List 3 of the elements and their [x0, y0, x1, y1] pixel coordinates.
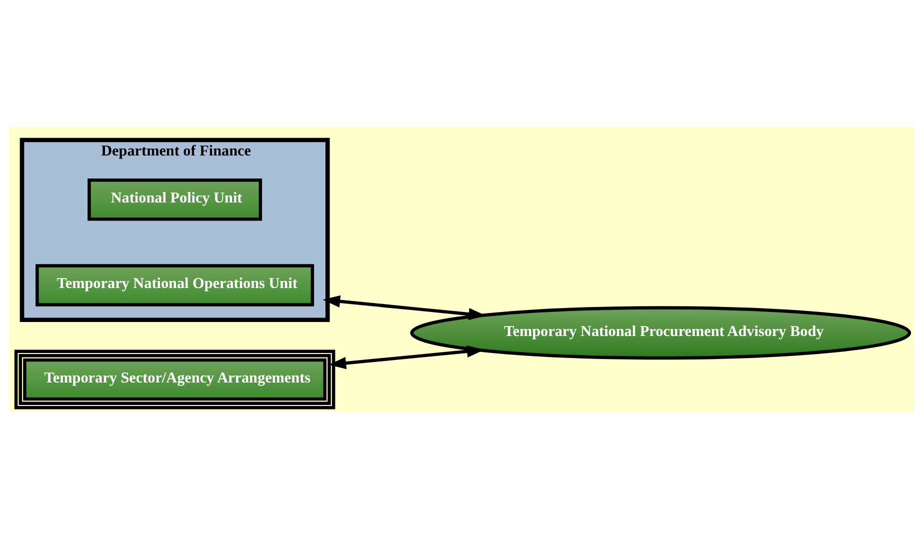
- node-box: National Policy Unit: [87, 178, 262, 220]
- node-box: Temporary National Operations Unit: [35, 264, 314, 306]
- node-box: Temporary Sector/Agency Arrangements: [14, 349, 335, 409]
